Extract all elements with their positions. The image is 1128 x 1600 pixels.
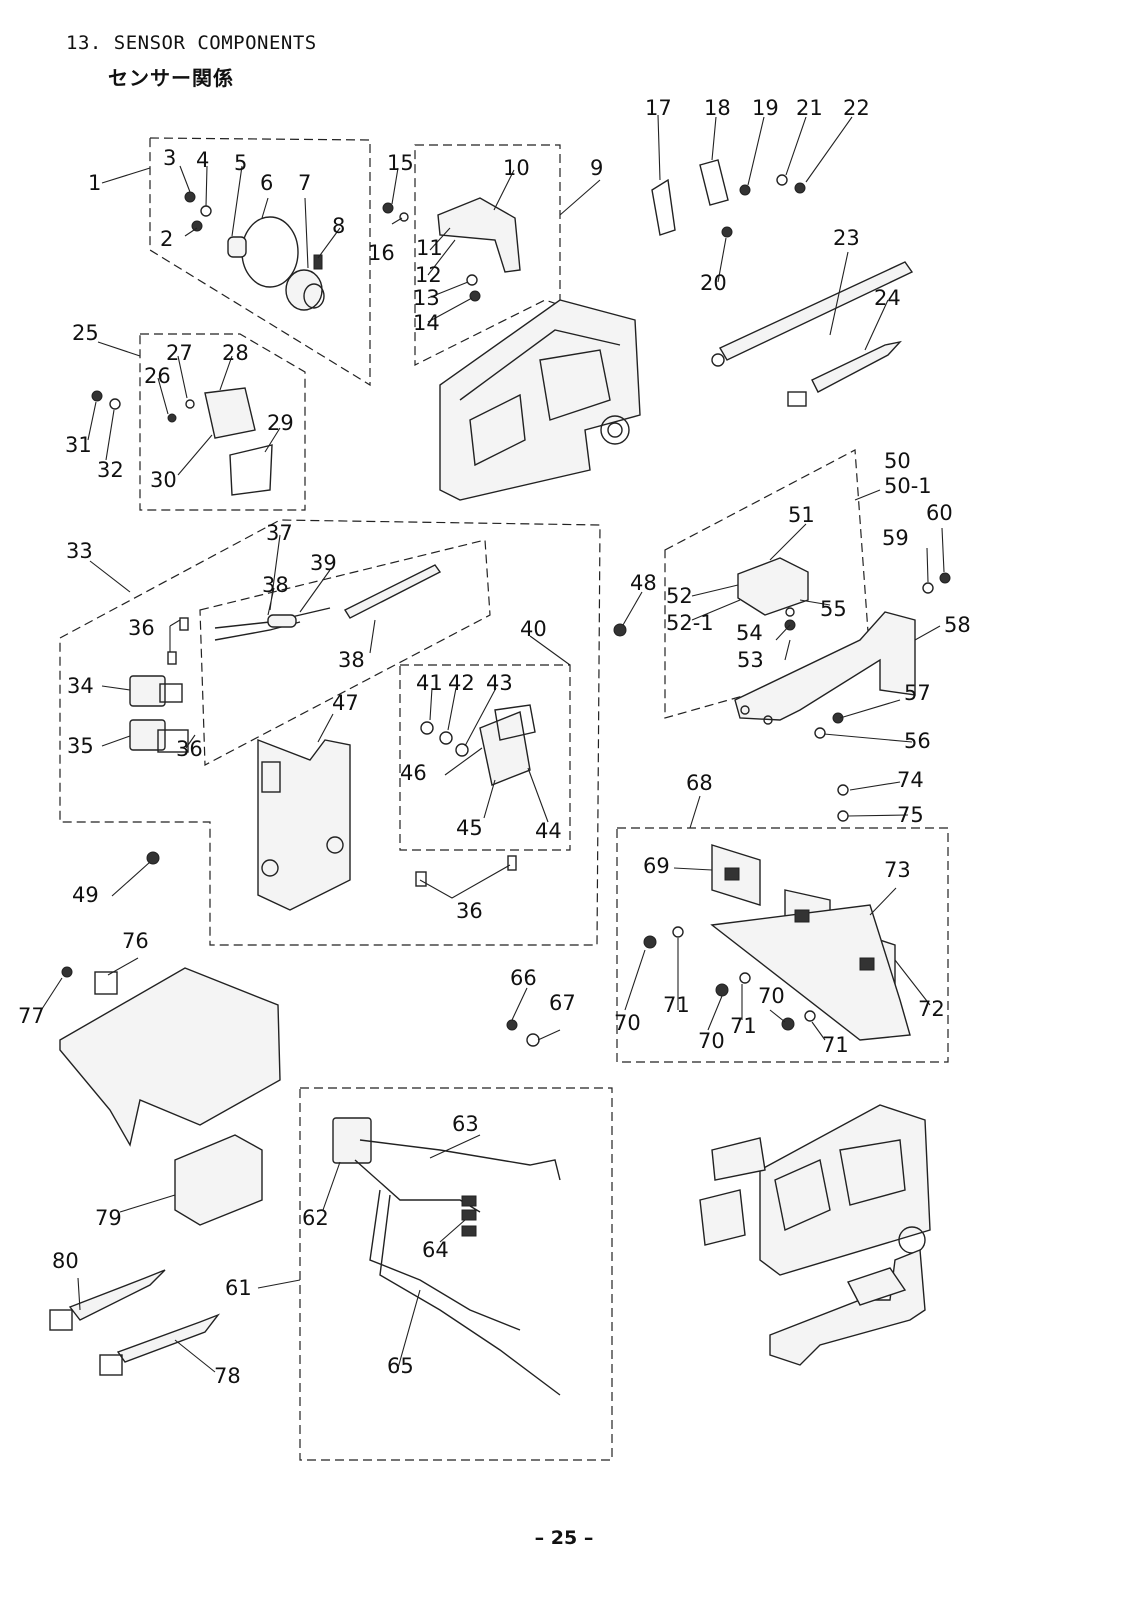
callout-6: 6 [260,171,273,195]
callout-60: 60 [926,501,953,525]
callout-70: 70 [698,1029,725,1053]
callout-70: 70 [758,984,785,1008]
callout-55: 55 [820,597,847,621]
callout-2: 2 [160,227,173,251]
callout-12: 12 [415,263,442,287]
callout-70: 70 [614,1011,641,1035]
callout-49: 49 [72,883,99,907]
callout-18: 18 [704,96,731,120]
callout-11: 11 [416,236,443,260]
callout-1: 1 [88,171,101,195]
callout-43: 43 [486,671,513,695]
callout-32: 32 [97,458,124,482]
callout-41: 41 [416,671,443,695]
callout-38: 38 [338,648,365,672]
callout-38: 38 [262,573,289,597]
callout-8: 8 [332,214,345,238]
callout-67: 67 [549,991,576,1015]
callout-10: 10 [503,156,530,180]
callout-48: 48 [630,571,657,595]
callout-79: 79 [95,1206,122,1230]
callout-63: 63 [452,1112,479,1136]
page-subtitle: センサー関係 [108,66,234,90]
callout-21: 21 [796,96,823,120]
callout-50-1: 50-1 [884,474,932,498]
diagram-artwork [39,114,951,1461]
callout-28: 28 [222,341,249,365]
callout-64: 64 [422,1238,449,1262]
callout-19: 19 [752,96,779,120]
callout-5: 5 [234,151,247,175]
callout-56: 56 [904,729,931,753]
callout-80: 80 [52,1249,79,1273]
callout-36: 36 [456,899,483,923]
callout-58: 58 [944,613,971,637]
callout-71: 71 [663,993,690,1017]
callout-36: 36 [128,616,155,640]
callout-51: 51 [788,503,815,527]
callout-62: 62 [302,1206,329,1230]
callout-74: 74 [897,768,924,792]
callout-72: 72 [918,997,945,1021]
callout-68: 68 [686,771,713,795]
callout-7: 7 [298,171,311,195]
callout-75: 75 [897,803,924,827]
callout-29: 29 [267,411,294,435]
callout-61: 61 [225,1276,252,1300]
callout-27: 27 [166,341,193,365]
page-title: 13. SENSOR COMPONENTS [66,32,317,54]
callout-53: 53 [737,648,764,672]
callout-3: 3 [163,146,176,170]
callout-20: 20 [700,271,727,295]
callout-47: 47 [332,691,359,715]
callout-54: 54 [736,621,763,645]
callout-39: 39 [310,551,337,575]
callout-22: 22 [843,96,870,120]
callout-36: 36 [176,737,203,761]
callout-16: 16 [368,241,395,265]
callout-14: 14 [413,311,440,335]
callout-4: 4 [196,148,209,172]
callout-40: 40 [520,617,547,641]
callout-52: 52 [666,584,693,608]
callout-17: 17 [645,96,672,120]
callout-15: 15 [387,151,414,175]
callout-44: 44 [535,819,562,843]
callout-9: 9 [590,156,603,180]
callout-37: 37 [266,521,293,545]
callout-25: 25 [72,321,99,345]
callout-31: 31 [65,433,92,457]
callout-26: 26 [144,364,171,388]
callout-78: 78 [214,1364,241,1388]
callout-77: 77 [18,1004,45,1028]
callout-66: 66 [510,966,537,990]
callout-57: 57 [904,681,931,705]
callout-73: 73 [884,858,911,882]
callout-33: 33 [66,539,93,563]
callout-52-1: 52-1 [666,611,714,635]
callout-42: 42 [448,671,475,695]
callout-71: 71 [730,1014,757,1038]
callout-13: 13 [413,286,440,310]
callout-23: 23 [833,226,860,250]
callout-65: 65 [387,1354,414,1378]
callout-71: 71 [822,1033,849,1057]
callout-59: 59 [882,526,909,550]
callout-30: 30 [150,468,177,492]
callout-46: 46 [400,761,427,785]
callout-50: 50 [884,449,911,473]
callout-45: 45 [456,816,483,840]
callout-69: 69 [643,854,670,878]
page-number: – 25 – [534,1527,594,1549]
callout-34: 34 [67,674,94,698]
callout-76: 76 [122,929,149,953]
callout-35: 35 [67,734,94,758]
callout-24: 24 [874,286,901,310]
